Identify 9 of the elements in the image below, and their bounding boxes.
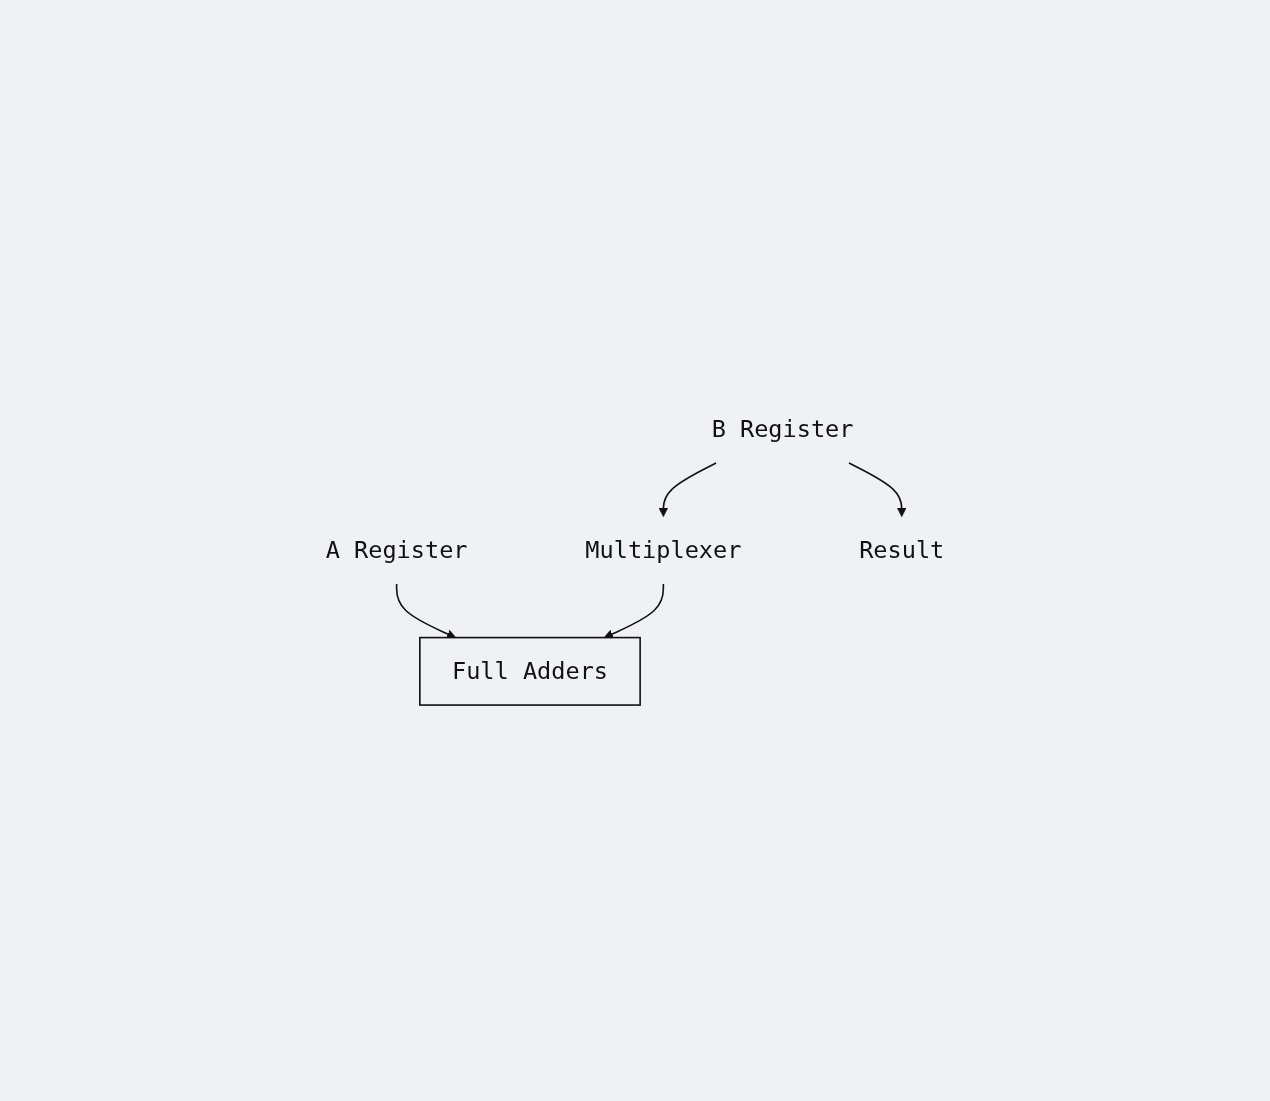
node-text: B Register	[711, 416, 854, 443]
node-text: Result	[859, 537, 945, 564]
arrow	[603, 583, 665, 639]
node-text: Multiplexer	[585, 537, 742, 564]
node-text: A Register	[325, 537, 468, 564]
arrow	[848, 462, 907, 518]
arrow	[395, 583, 457, 639]
arrow	[658, 462, 717, 518]
node-box: Full Adders	[419, 636, 641, 707]
